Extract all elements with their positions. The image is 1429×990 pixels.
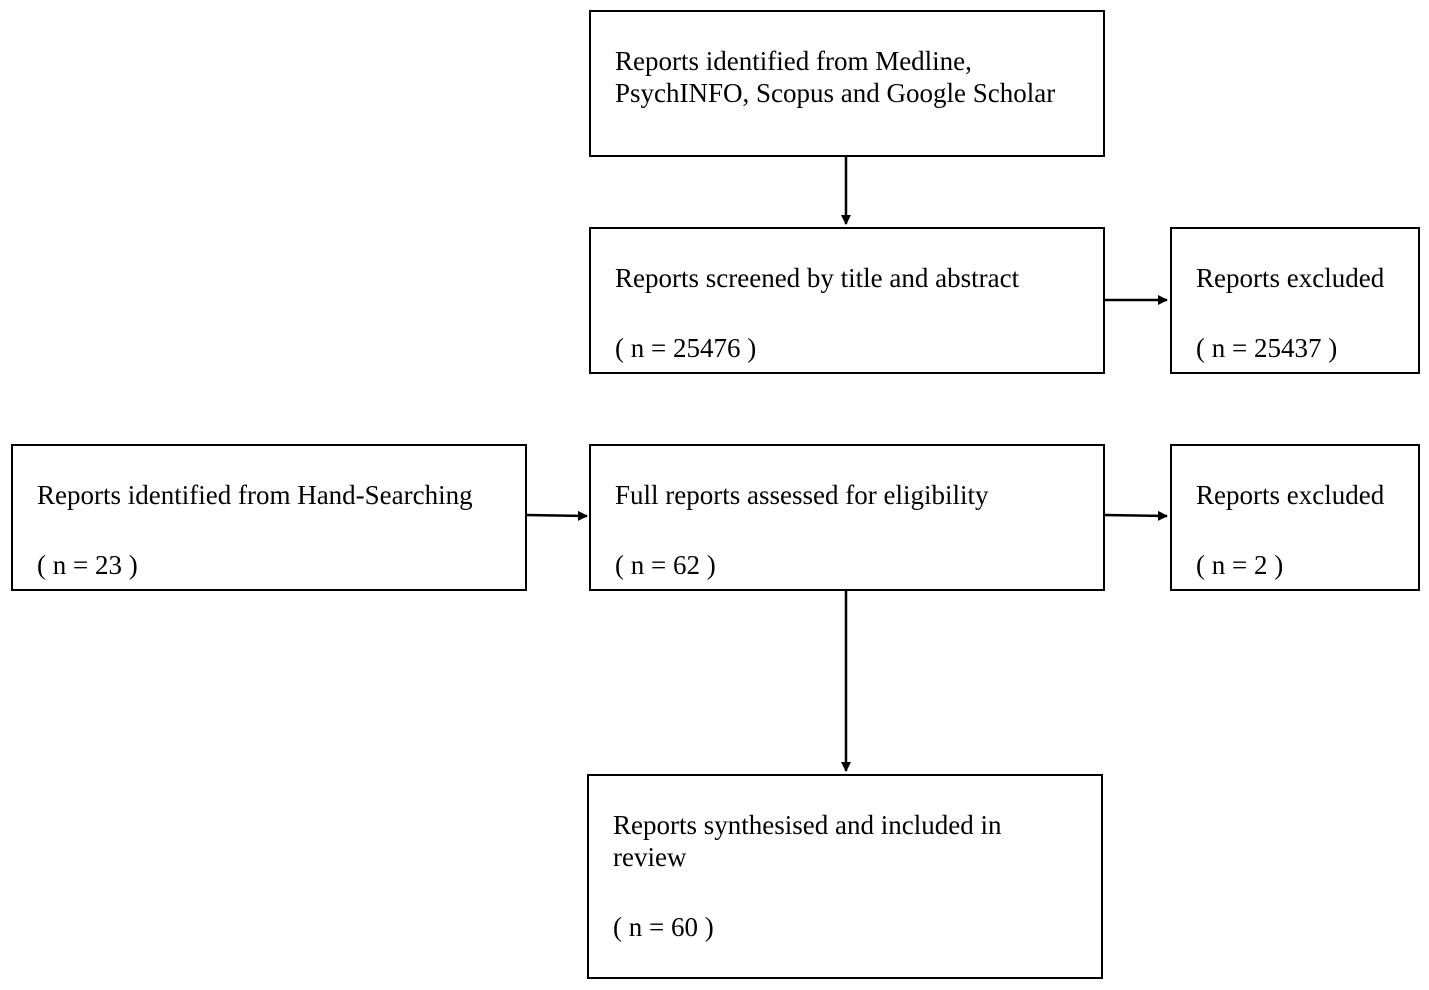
hand-searching-count: ( n = 23 ) xyxy=(37,550,138,580)
identified-databases-line1: Reports identified from Medline, xyxy=(615,46,972,76)
excluded-screening-label: Reports excluded xyxy=(1196,263,1385,293)
full-reports-label: Full reports assessed for eligibility xyxy=(615,480,989,510)
hand-searching-label: Reports identified from Hand-Searching xyxy=(37,480,473,510)
screened-count: ( n = 25476 ) xyxy=(615,333,757,363)
excluded-screening-count: ( n = 25437 ) xyxy=(1196,333,1338,363)
box-screened: Reports screened by title and abstract (… xyxy=(589,227,1105,374)
arrow-hand-searching-to-full-reports xyxy=(525,510,588,521)
included-line2: review xyxy=(613,842,687,872)
box-identified-databases: Reports identified from Medline, PsychIN… xyxy=(589,10,1105,157)
included-line1: Reports synthesised and included in xyxy=(613,810,1002,840)
box-hand-searching: Reports identified from Hand-Searching (… xyxy=(11,444,527,591)
box-excluded-full: Reports excluded ( n = 2 ) xyxy=(1170,444,1420,591)
excluded-full-count: ( n = 2 ) xyxy=(1196,550,1284,580)
excluded-full-label: Reports excluded xyxy=(1196,480,1385,510)
box-included: Reports synthesised and included in revi… xyxy=(587,774,1103,979)
full-reports-count: ( n = 62 ) xyxy=(615,550,716,580)
box-full-reports: Full reports assessed for eligibility ( … xyxy=(589,444,1105,591)
arrow-full-reports-to-excluded xyxy=(1103,510,1168,521)
box-excluded-screening: Reports excluded ( n = 25437 ) xyxy=(1170,227,1420,374)
included-count: ( n = 60 ) xyxy=(613,912,714,942)
identified-databases-line2: PsychINFO, Scopus and Google Scholar xyxy=(615,78,1056,108)
screened-label: Reports screened by title and abstract xyxy=(615,263,1020,293)
